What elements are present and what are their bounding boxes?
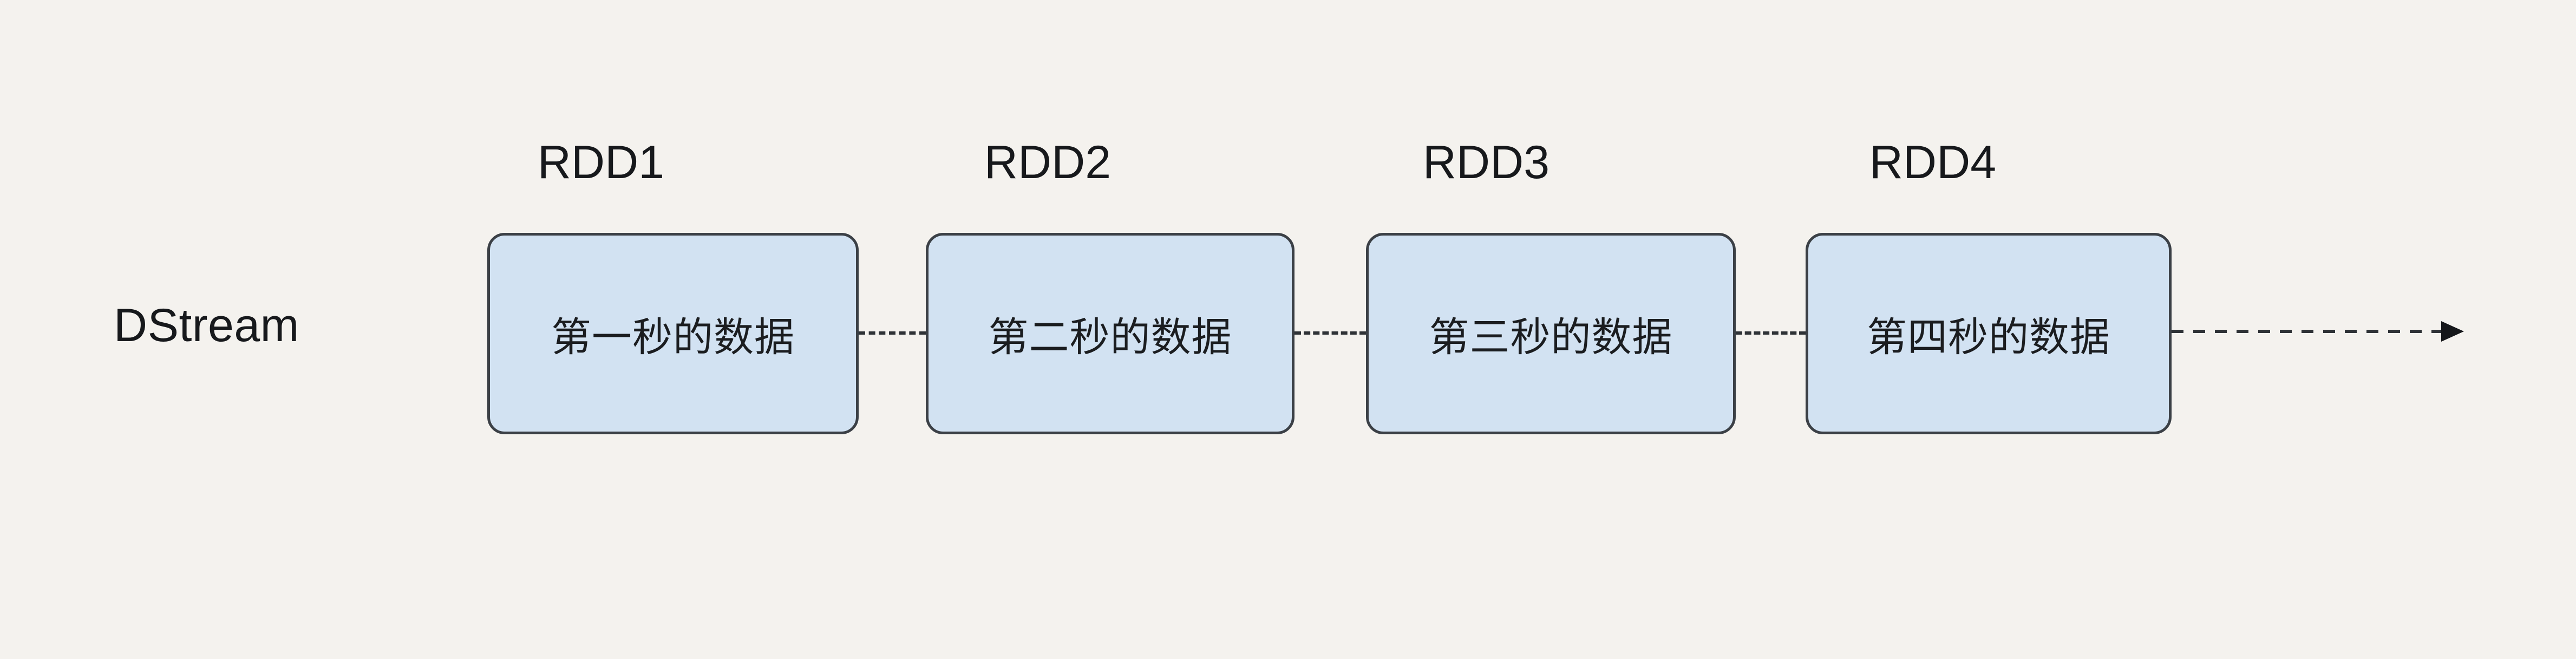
- arrow-right-icon: [2172, 321, 2464, 342]
- rdd-caption-3: RDD3: [1422, 136, 1550, 188]
- connector-rdd2-rdd3: [1294, 331, 1366, 335]
- rdd-box-3-label: 第三秒的数据: [1429, 314, 1673, 361]
- dstream-row-label: DStream: [114, 299, 299, 351]
- rdd-box-4-label: 第四秒的数据: [1867, 314, 2110, 361]
- rdd-caption-1: RDD1: [537, 136, 665, 188]
- rdd-box-3[interactable]: 第三秒的数据: [1366, 233, 1736, 434]
- rdd-box-4[interactable]: 第四秒的数据: [1806, 233, 2172, 434]
- connector-rdd1-rdd2: [859, 331, 926, 335]
- rdd-caption-2: RDD2: [984, 136, 1112, 188]
- rdd-box-1-label: 第一秒的数据: [551, 314, 795, 361]
- stream-continues-arrow: [2172, 316, 2467, 348]
- rdd-box-2[interactable]: 第二秒的数据: [926, 233, 1294, 434]
- rdd-box-1[interactable]: 第一秒的数据: [487, 233, 859, 434]
- rdd-caption-4: RDD4: [1869, 136, 1997, 188]
- connector-rdd3-rdd4: [1736, 331, 1806, 335]
- rdd-box-2-label: 第二秒的数据: [988, 314, 1232, 361]
